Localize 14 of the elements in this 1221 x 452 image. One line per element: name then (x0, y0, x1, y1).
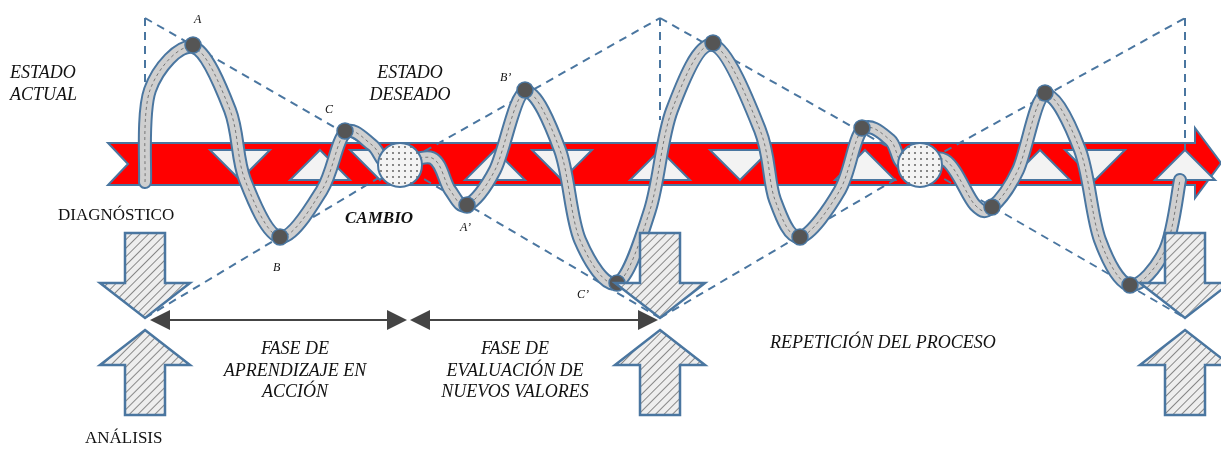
stage-label: DIAGNÓSTICO (58, 205, 175, 226)
point-label: C’ (577, 287, 589, 302)
change-label: CAMBIO (345, 208, 414, 229)
point-label: A’ (460, 220, 471, 235)
phase-label: FASE DE EVALUACIÓN DE NUEVOS VALORES (440, 338, 590, 403)
point-label: C (325, 102, 333, 117)
state-label: ESTADO ACTUAL (10, 62, 79, 106)
point-label: B’ (500, 70, 512, 85)
point-label: B (273, 260, 281, 275)
stage-label: ANÁLISIS (85, 428, 163, 449)
point-label: A (194, 12, 202, 27)
phase-label: FASE DE APRENDIZAJE EN ACCIÓN (222, 338, 368, 403)
state-label: ESTADO DESEADO (368, 62, 452, 106)
phase-label: REPETICIÓN DEL PROCESO (770, 332, 996, 354)
